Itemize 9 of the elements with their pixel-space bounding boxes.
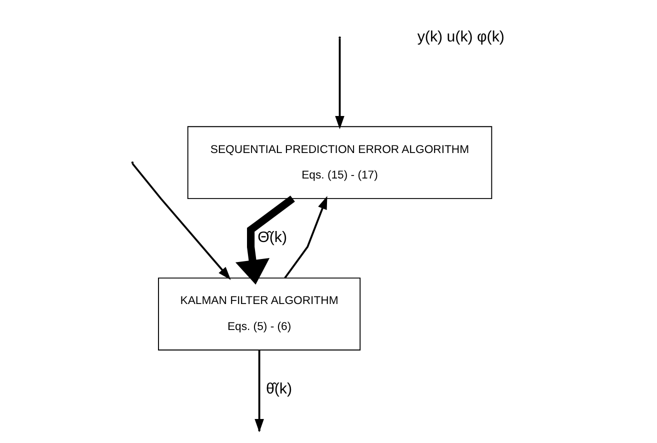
label: y(k) u(k) φ(k) [416,28,504,46]
node-box: SEQUENTIAL PREDICTION ERROR ALGORITHM Eqs. (15) - (17) [186,126,492,200]
arrow [234,196,294,285]
edge-label: θ̂(k) [265,380,292,398]
node-box: KALMAN FILTER ALGORITHM Eqs. (5) - (6) [158,278,360,350]
edge-label: Θ̂(k) [257,228,287,246]
arrow [334,38,344,130]
arrow [284,196,327,279]
arrow [131,163,230,280]
